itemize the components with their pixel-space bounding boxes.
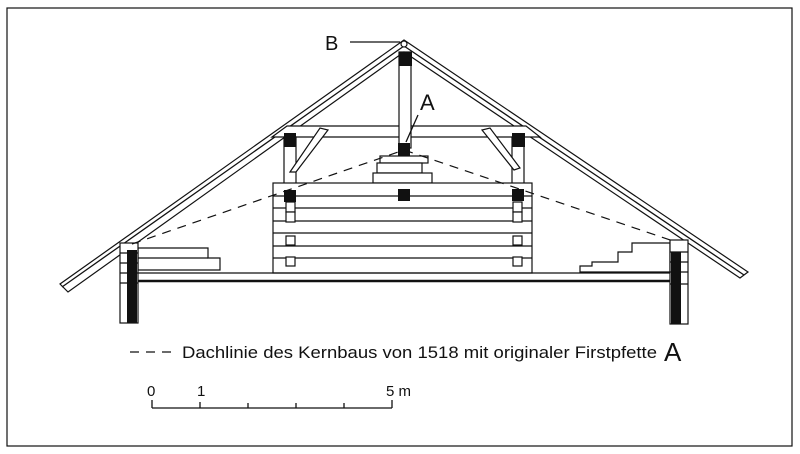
scale-tick-1: 1: [197, 383, 205, 400]
stacked-blocks: [372, 155, 433, 184]
right-end-wall: [579, 239, 689, 325]
king-post: [398, 51, 412, 156]
log-wall: [272, 182, 533, 274]
floor: [138, 272, 672, 283]
frame-border: [6, 7, 793, 447]
legend-text: Dachlinie des Kernbaus von 1518 mit orig…: [182, 343, 657, 362]
scale-bar: 0 1 5 m: [147, 383, 411, 409]
label-b: B: [325, 33, 338, 55]
side-posts: [283, 127, 525, 186]
left-end-wall: [119, 242, 221, 324]
label-a-leader: [405, 114, 419, 143]
scale-tick-0: 0: [147, 383, 155, 400]
ridge-peg: [400, 40, 408, 48]
legend: Dachlinie des Kernbaus von 1518 mit orig…: [130, 337, 682, 367]
scale-tick-5m: 5 m: [386, 383, 411, 400]
legend-marker: A: [664, 337, 682, 367]
label-a: A: [420, 90, 435, 115]
